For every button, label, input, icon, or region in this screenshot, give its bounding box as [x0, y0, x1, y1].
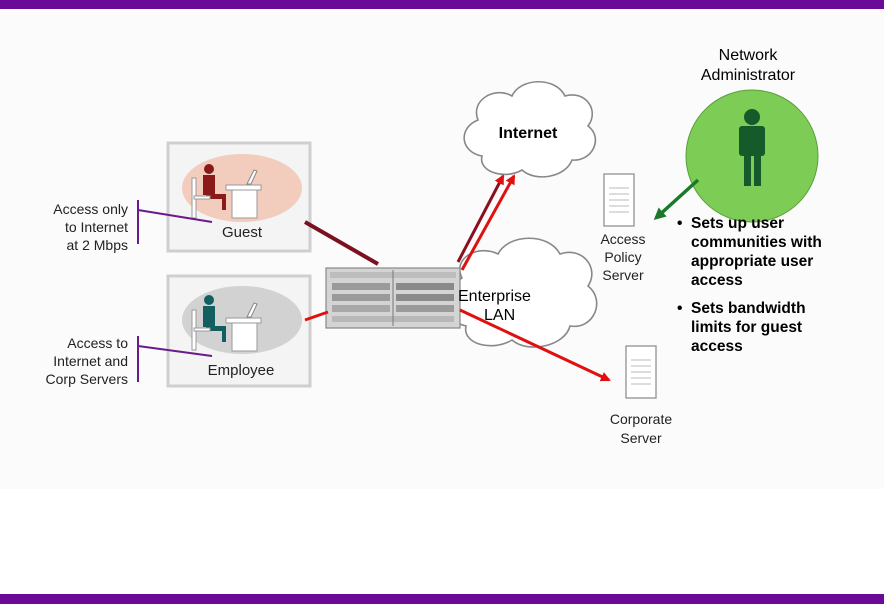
guest-internet-link	[456, 174, 505, 263]
diagram-panel	[0, 9, 884, 489]
access-policy-server-icon	[603, 173, 635, 227]
corporate-server-label: Corporate Server	[609, 411, 673, 446]
enterprise-lan-label: Enterprise LAN	[458, 288, 531, 324]
employee-link	[304, 310, 329, 322]
admin-arrow	[653, 178, 700, 221]
top-frame-bar	[0, 0, 884, 9]
network-admin-icon	[685, 89, 819, 223]
guest-label: Guest	[221, 224, 263, 241]
internet-label: Internet	[498, 125, 558, 142]
guest-access-note: Access only to Internet at 2 Mbps	[53, 201, 128, 253]
guest-person-icon	[191, 164, 262, 219]
employee-access-note: Access to Internet and Corp Servers	[45, 335, 128, 387]
admin-task-2: • Sets bandwidth limits for guest access	[677, 300, 806, 355]
internet-cloud	[463, 81, 597, 178]
admin-task-1: • Sets up user communities with appropri…	[677, 215, 822, 289]
employee-person-icon	[191, 295, 262, 352]
employee-internet-link	[460, 174, 516, 271]
employee-corp-link	[459, 308, 611, 382]
guest-box	[166, 141, 312, 253]
access-policy-server-label: Access Policy Server	[600, 231, 646, 283]
employee-label: Employee	[207, 362, 275, 379]
network-switch-icon	[325, 267, 461, 329]
bottom-frame-bar	[0, 594, 884, 604]
network-admin-label: Network Administrator	[700, 47, 796, 84]
corporate-server-icon	[625, 345, 657, 399]
guest-annotation-bracket	[137, 200, 213, 244]
employee-annotation-bracket	[137, 336, 213, 382]
guest-link	[304, 220, 379, 266]
employee-box	[166, 274, 312, 388]
